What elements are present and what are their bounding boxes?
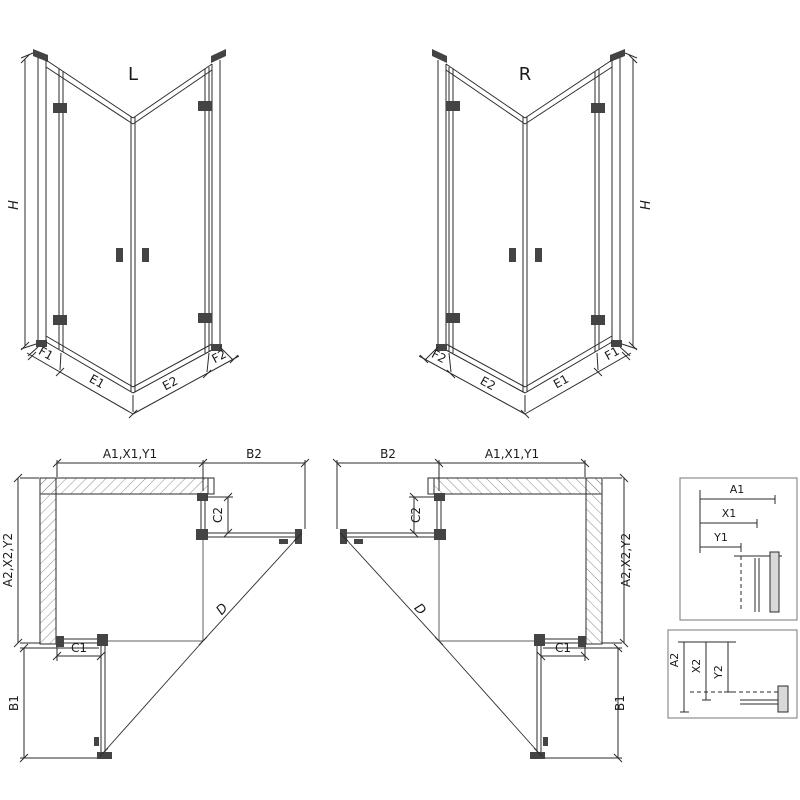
plan-right-c1-dim: C1 <box>555 641 571 655</box>
detail-y1-label: Y1 <box>713 531 728 544</box>
plan-left-depth-dim: A2,X2,Y2 <box>1 533 15 587</box>
detail-box-profile-top <box>679 477 798 621</box>
dim-e1-left: E1 <box>87 372 107 392</box>
height-dim-label-right: H <box>636 200 651 210</box>
plan-right-width-dim: A1,X1,Y1 <box>485 447 539 461</box>
dim-f2-right: F2 <box>429 347 448 366</box>
plan-right-door-width-dim: B2 <box>380 447 396 461</box>
dim-f1-right: F1 <box>602 344 622 363</box>
view-title-left: L <box>128 64 138 85</box>
dim-e2-right: E2 <box>478 374 498 394</box>
plan-right-depth-dim: A2,X2,Y2 <box>619 533 633 587</box>
detail-a2-label: A2 <box>668 653 681 668</box>
detail-x1-label: X1 <box>722 507 737 520</box>
detail-box-profile-side <box>667 629 798 719</box>
dim-f1-left: F1 <box>36 344 56 363</box>
plan-left-c1-dim: C1 <box>71 641 87 655</box>
detail-a1-label: A1 <box>730 483 745 496</box>
plan-left-linework <box>13 458 310 763</box>
detail-x2-label: X2 <box>690 659 703 674</box>
plan-right-c2-dim: C2 <box>409 507 423 523</box>
plan-left-door-width-dim: B2 <box>246 447 262 461</box>
dim-e2-left: E2 <box>160 374 180 394</box>
dim-e1-right: E1 <box>551 372 571 392</box>
detail-y2-label: Y2 <box>712 665 725 680</box>
height-dim-label-left: H <box>7 200 22 210</box>
plan-left-door-depth-dim: B1 <box>7 695 21 711</box>
plan-left-diagonal-dim: D <box>214 601 232 619</box>
view-title-right: R <box>519 64 532 85</box>
perspective-left-linework <box>20 48 240 419</box>
plan-right-linework <box>332 458 629 763</box>
dim-f2-left: F2 <box>209 347 228 366</box>
plan-left-width-dim: A1,X1,Y1 <box>103 447 157 461</box>
plan-right-diagonal-dim: D <box>411 601 429 619</box>
plan-right-door-depth-dim: B1 <box>613 695 627 711</box>
perspective-right-linework <box>418 48 638 419</box>
plan-left-c2-dim: C2 <box>211 507 225 523</box>
